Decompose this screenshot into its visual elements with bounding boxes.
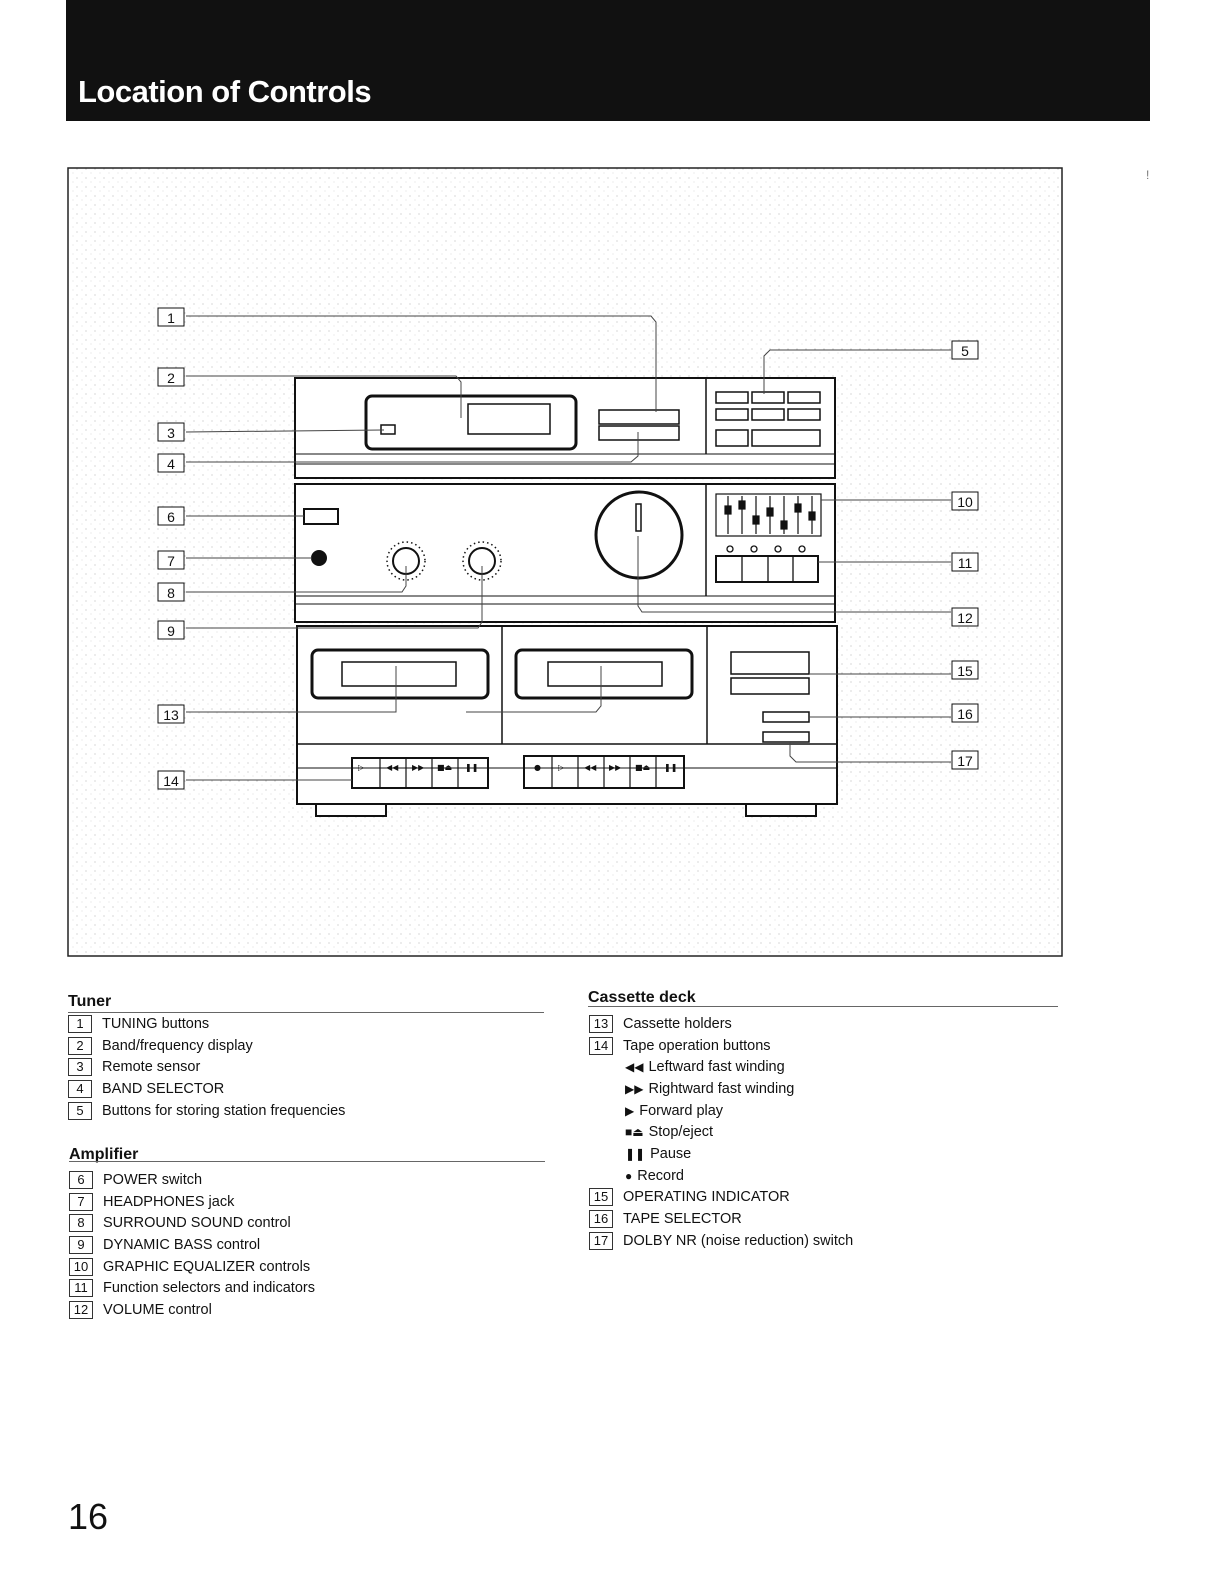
svg-text:9: 9 <box>167 623 175 639</box>
callout-8: 8 <box>157 582 185 602</box>
page-title-bar <box>66 0 1150 121</box>
svg-text:7: 7 <box>167 553 175 569</box>
tuner-rule <box>68 1012 544 1013</box>
cassette-deck-unit: ▷ ◀◀ ▶▶ ■⏏ ❚❚ ● ▷ ◀◀ ▶▶ ■⏏ ❚❚ <box>296 625 838 817</box>
svg-text:5: 5 <box>961 343 969 359</box>
svg-text:▷: ▷ <box>558 763 565 772</box>
svg-text:◀◀: ◀◀ <box>584 763 597 772</box>
svg-text:▷: ▷ <box>358 763 365 772</box>
svg-text:▶▶: ▶▶ <box>412 763 425 772</box>
stereo-diagram: ▷ ◀◀ ▶▶ ■⏏ ❚❚ ● ▷ ◀◀ ▶▶ ■⏏ ❚❚ <box>67 167 1063 957</box>
svg-text:16: 16 <box>957 706 973 722</box>
callout-15: 15 <box>951 660 979 680</box>
svg-text:13: 13 <box>163 707 179 723</box>
callout-5: 5 <box>951 340 979 360</box>
page-title: Location of Controls <box>78 74 372 109</box>
callout-4: 4 <box>157 453 185 473</box>
cassette-rule <box>588 1006 1058 1007</box>
pause-icon: ❚❚ <box>625 1146 646 1161</box>
callout-17: 17 <box>951 750 979 770</box>
page-number: 16 <box>68 1496 109 1537</box>
svg-text:10: 10 <box>957 494 973 510</box>
svg-text:1: 1 <box>167 310 175 326</box>
svg-text:15: 15 <box>957 663 973 679</box>
svg-text:2: 2 <box>167 370 175 386</box>
svg-text:8: 8 <box>167 585 175 601</box>
callout-6: 6 <box>157 506 185 526</box>
tuner-heading: Tuner <box>68 993 112 1010</box>
svg-text:14: 14 <box>163 773 179 789</box>
svg-text:17: 17 <box>957 753 973 769</box>
svg-text:12: 12 <box>957 610 973 626</box>
callout-13: 13 <box>157 704 185 724</box>
list-item: ■⏏Stop/eject <box>625 1124 714 1141</box>
svg-text:❚❚: ❚❚ <box>465 763 478 772</box>
callout-9: 9 <box>157 620 185 640</box>
fast-forward-icon: ▶▶ <box>625 1081 644 1096</box>
cassette-heading: Cassette deck <box>588 989 696 1006</box>
callout-14: 14 <box>157 770 185 790</box>
callout-12: 12 <box>951 607 979 627</box>
stop-eject-icon: ■⏏ <box>625 1125 644 1140</box>
svg-text:▶▶: ▶▶ <box>609 763 622 772</box>
svg-text:❚❚: ❚❚ <box>664 763 677 772</box>
callout-1: 1 <box>157 307 185 327</box>
record-icon: ● <box>625 1168 633 1183</box>
list-item: ▶Forward play <box>625 1102 724 1119</box>
callout-leader-lines <box>185 315 951 781</box>
svg-text:3: 3 <box>167 425 175 441</box>
amplifier-rule <box>69 1161 545 1162</box>
list-item: ●Record <box>625 1167 684 1184</box>
callout-3: 3 <box>157 422 185 442</box>
list-item: ▶▶Rightward fast winding <box>625 1080 795 1097</box>
amplifier-heading: Amplifier <box>69 1146 139 1163</box>
callout-7: 7 <box>157 550 185 570</box>
amplifier-unit <box>294 483 836 623</box>
callout-16: 16 <box>951 703 979 723</box>
corner-mark: ! <box>1146 168 1150 182</box>
svg-text:6: 6 <box>167 509 175 525</box>
svg-text:◀◀: ◀◀ <box>386 763 399 772</box>
svg-text:●: ● <box>534 763 541 772</box>
rewind-icon: ◀◀ <box>625 1060 644 1075</box>
tuner-unit <box>294 377 836 479</box>
callout-2: 2 <box>157 367 185 387</box>
list-item: ❚❚Pause <box>625 1145 692 1162</box>
play-icon: ▶ <box>625 1103 635 1118</box>
svg-text:11: 11 <box>958 555 973 571</box>
svg-text:4: 4 <box>167 456 175 472</box>
svg-text:■⏏: ■⏏ <box>437 763 452 772</box>
callout-10: 10 <box>951 491 979 511</box>
callout-11: 11 <box>951 552 979 572</box>
list-item: ◀◀Leftward fast winding <box>625 1059 785 1076</box>
svg-text:■⏏: ■⏏ <box>635 763 650 772</box>
